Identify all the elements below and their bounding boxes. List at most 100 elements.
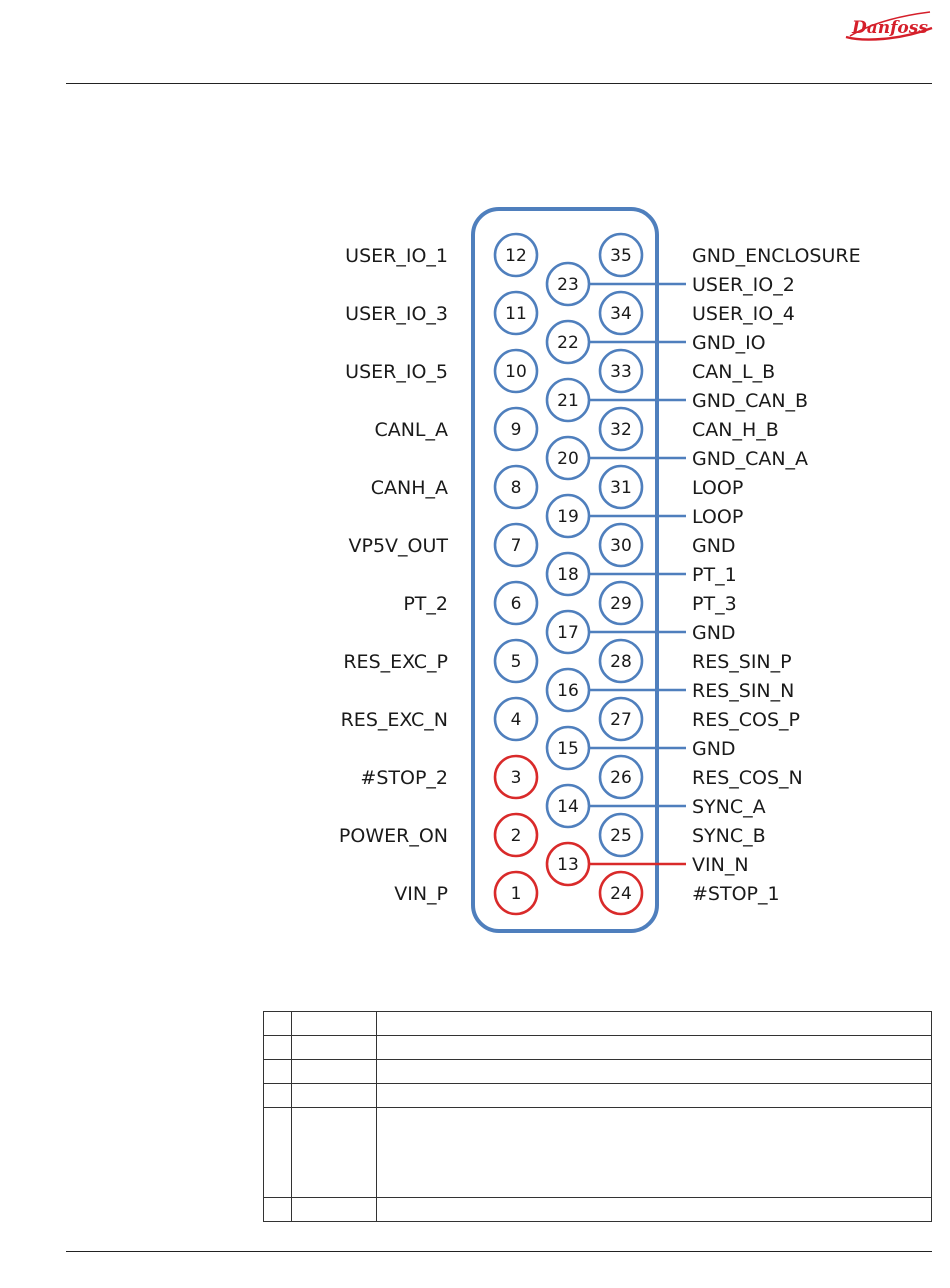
table-row — [263, 1011, 932, 1036]
pin-28-number: 28 — [610, 652, 632, 672]
pin-12-number: 12 — [505, 246, 527, 266]
pin-28-label: RES_SIN_P — [692, 651, 792, 673]
pin-26-circle — [598, 754, 644, 800]
pin-19-label: LOOP — [692, 506, 743, 528]
pin-3-number: 3 — [511, 768, 522, 788]
pin-2-label: POWER_ON — [339, 825, 448, 847]
pin-20-label: GND_CAN_A — [692, 448, 808, 470]
table-cell — [291, 1083, 377, 1108]
footer-divider — [66, 1251, 932, 1252]
pin-5-circle — [493, 638, 539, 684]
pin-11-number: 11 — [505, 304, 527, 324]
pin-15-label: GND — [692, 738, 736, 760]
pin-27-number: 27 — [610, 710, 632, 730]
pin-15-circle — [545, 725, 591, 771]
pin-16-number: 16 — [557, 681, 579, 701]
pin-14-circle — [545, 783, 591, 829]
pin-25-number: 25 — [610, 826, 632, 846]
pin-2-number: 2 — [511, 826, 522, 846]
pin-34-label: USER_IO_4 — [692, 303, 795, 325]
pin-10-label: USER_IO_5 — [345, 361, 448, 383]
pin-15-number: 15 — [557, 739, 579, 759]
table-cell — [291, 1107, 377, 1198]
pin-16-label: RES_SIN_N — [692, 680, 794, 702]
danfoss-logo: Danfoss — [845, 11, 933, 41]
pin-33-circle — [598, 348, 644, 394]
pin-29-number: 29 — [610, 594, 632, 614]
pin-27-circle — [598, 696, 644, 742]
table-cell — [376, 1083, 932, 1108]
pin-3-label: #STOP_2 — [360, 767, 448, 789]
pin-description-table — [263, 1011, 932, 1222]
table-row — [263, 1197, 932, 1222]
pin-30-label: GND — [692, 535, 736, 557]
pin-13-number: 13 — [557, 855, 579, 875]
pin-19-circle — [545, 493, 591, 539]
logo-wordmark: Danfoss — [851, 18, 928, 38]
pin-17-number: 17 — [557, 623, 579, 643]
pin-9-label: CANL_A — [374, 419, 448, 441]
table-cell — [291, 1059, 377, 1084]
table-cell — [291, 1197, 377, 1222]
pin-33-label: CAN_L_B — [692, 361, 775, 383]
pin-7-number: 7 — [511, 536, 522, 556]
pin-24-circle — [598, 870, 644, 916]
pin-8-label: CANH_A — [371, 477, 448, 499]
pin-18-number: 18 — [557, 565, 579, 585]
pin-9-number: 9 — [511, 420, 522, 440]
pin-33-number: 33 — [610, 362, 632, 382]
pin-31-label: LOOP — [692, 477, 743, 499]
pin-24-number: 24 — [610, 884, 632, 904]
table-row — [263, 1083, 932, 1108]
pin-25-circle — [598, 812, 644, 858]
pin-1-label: VIN_P — [394, 883, 448, 905]
pin-7-circle — [493, 522, 539, 568]
pin-32-number: 32 — [610, 420, 632, 440]
pin-22-label: GND_IO — [692, 332, 766, 354]
pin-18-circle — [545, 551, 591, 597]
pin-12-label: USER_IO_1 — [345, 245, 448, 267]
pin-32-circle — [598, 406, 644, 452]
pin-34-number: 34 — [610, 304, 632, 324]
table-cell — [376, 1035, 932, 1060]
pin-1-number: 1 — [511, 884, 522, 904]
pin-21-circle — [545, 377, 591, 423]
pin-21-label: GND_CAN_B — [692, 390, 808, 412]
pin-11-label: USER_IO_3 — [345, 303, 448, 325]
table-cell — [376, 1107, 932, 1198]
pin-9-circle — [493, 406, 539, 452]
pin-13-label: VIN_N — [692, 854, 749, 876]
table-cell — [263, 1035, 292, 1060]
pin-30-circle — [598, 522, 644, 568]
pin-8-circle — [493, 464, 539, 510]
table-row — [263, 1035, 932, 1060]
pin-4-label: RES_EXC_N — [341, 709, 448, 731]
pin-1-circle — [493, 870, 539, 916]
table-cell — [263, 1083, 292, 1108]
table-cell — [291, 1035, 377, 1060]
pin-14-number: 14 — [557, 797, 579, 817]
pin-22-number: 22 — [557, 333, 579, 353]
pin-14-label: SYNC_A — [692, 796, 766, 818]
pin-19-number: 19 — [557, 507, 579, 527]
pin-18-label: PT_1 — [692, 564, 737, 586]
pin-6-label: PT_2 — [403, 593, 448, 615]
pin-4-number: 4 — [511, 710, 522, 730]
pin-5-label: RES_EXC_P — [343, 651, 448, 673]
pin-23-number: 23 — [557, 275, 579, 295]
pin-11-circle — [493, 290, 539, 336]
pin-24-label: #STOP_1 — [692, 883, 780, 905]
pin-25-label: SYNC_B — [692, 825, 766, 847]
pin-20-number: 20 — [557, 449, 579, 469]
pin-10-circle — [493, 348, 539, 394]
header-divider — [66, 83, 932, 84]
pin-10-number: 10 — [505, 362, 527, 382]
pin-35-number: 35 — [610, 246, 632, 266]
table-cell — [376, 1011, 932, 1036]
pin-17-label: GND — [692, 622, 736, 644]
pin-31-number: 31 — [610, 478, 632, 498]
connector-housing — [471, 207, 659, 933]
pin-35-label: GND_ENCLOSURE — [692, 245, 861, 267]
pin-29-circle — [598, 580, 644, 626]
pin-21-number: 21 — [557, 391, 579, 411]
